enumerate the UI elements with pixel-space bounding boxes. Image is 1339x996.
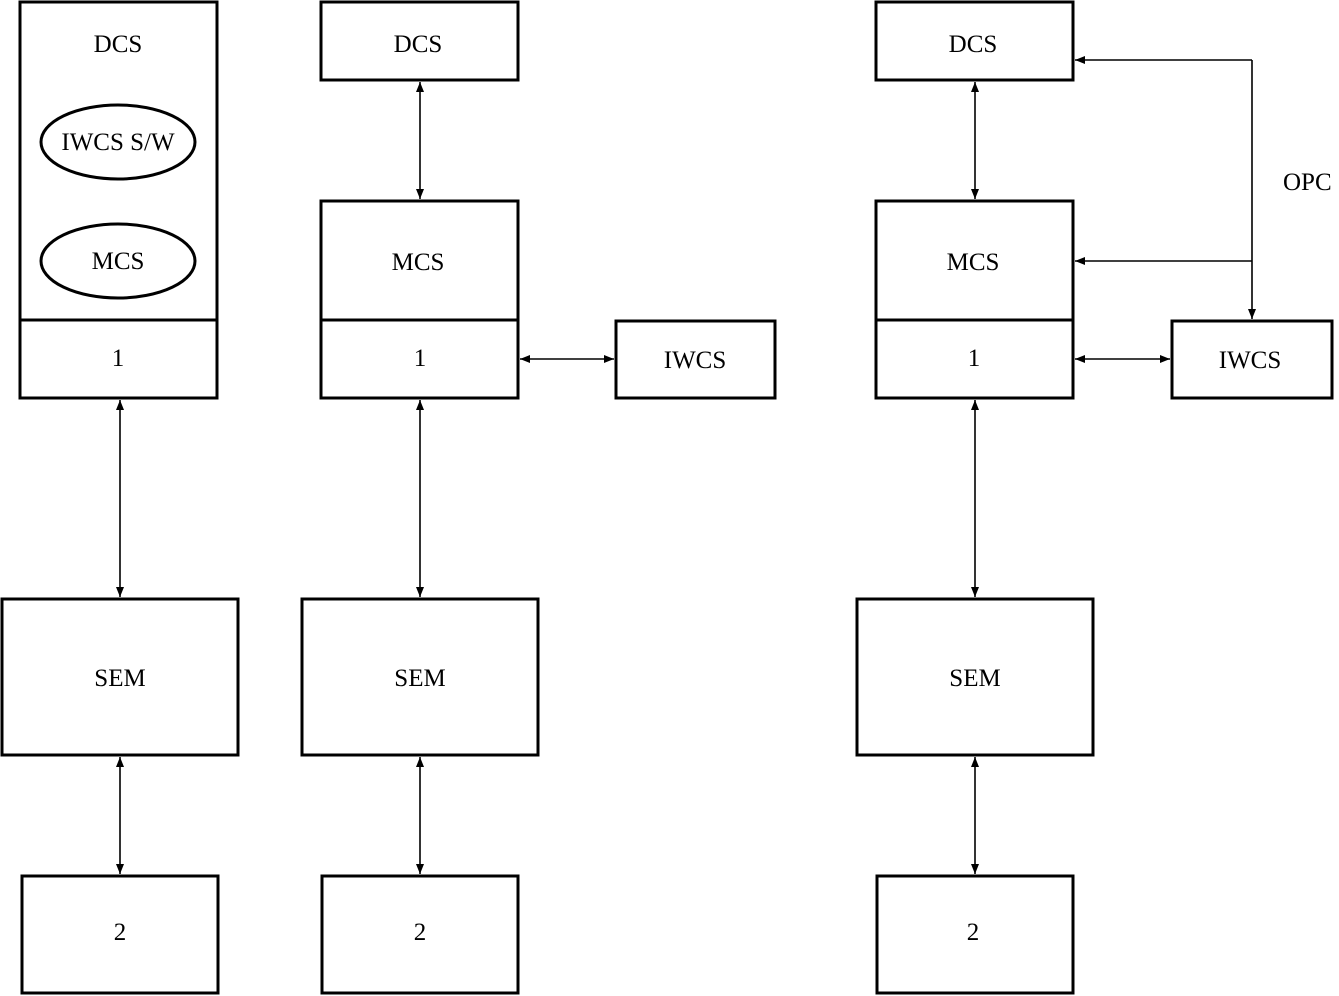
config-a: DCS IWCS S/W MCS 1 SEM 2 bbox=[0, 0, 240, 995]
config-b-sem-label: SEM bbox=[394, 665, 445, 692]
config-c-iwcs-box bbox=[1170, 319, 1334, 400]
config-b-unit-1-label: 1 bbox=[414, 345, 427, 372]
config-c: DCS MCS 1 IWCS OPC SEM 2 bbox=[855, 0, 1334, 995]
config-b-unit-1-box bbox=[319, 318, 520, 400]
config-a-sem-box bbox=[0, 597, 240, 757]
config-a-mcs-label: MCS bbox=[92, 248, 145, 275]
config-c-sem-box bbox=[855, 597, 1095, 757]
config-c-mcs-label: MCS bbox=[947, 249, 1000, 276]
config-b-unit-2-label: 2 bbox=[414, 919, 427, 946]
config-b-mcs-box bbox=[319, 199, 520, 322]
config-a-unit-2-label: 2 bbox=[114, 919, 127, 946]
config-a-mcs-ellipse bbox=[39, 222, 197, 300]
config-c-sem-label: SEM bbox=[949, 665, 1000, 692]
config-c-unit-1-box bbox=[874, 318, 1075, 400]
config-b-mcs-label: MCS bbox=[392, 249, 445, 276]
config-b-dcs-label: DCS bbox=[394, 31, 443, 58]
config-a-unit-1-label: 1 bbox=[112, 345, 125, 372]
config-b-dcs-box bbox=[319, 0, 520, 82]
config-c-opc-label: OPC bbox=[1283, 169, 1332, 196]
config-a-unit-2-box bbox=[20, 874, 220, 995]
config-c-iwcs-label: IWCS bbox=[1219, 347, 1282, 374]
config-a-unit-1-box bbox=[18, 318, 219, 400]
config-b-iwcs-label: IWCS bbox=[664, 347, 727, 374]
config-c-unit-1-label: 1 bbox=[968, 345, 981, 372]
config-b-iwcs-box bbox=[614, 319, 777, 400]
config-c-unit-2-box bbox=[875, 874, 1075, 995]
config-c-mcs-box bbox=[874, 199, 1075, 322]
config-b: DCS MCS 1 IWCS SEM 2 bbox=[300, 0, 777, 995]
config-c-dcs-label: DCS bbox=[949, 31, 998, 58]
config-a-iwcs-sw-label: IWCS S/W bbox=[61, 129, 175, 156]
config-c-unit-2-label: 2 bbox=[967, 919, 980, 946]
config-b-unit-2-box bbox=[320, 874, 520, 995]
config-c-dcs-box bbox=[874, 0, 1075, 82]
config-a-iwcs-sw-ellipse bbox=[39, 103, 197, 181]
config-a-dcs-label: DCS bbox=[94, 31, 143, 58]
config-a-sem-label: SEM bbox=[94, 665, 145, 692]
config-b-sem-box bbox=[300, 597, 540, 757]
